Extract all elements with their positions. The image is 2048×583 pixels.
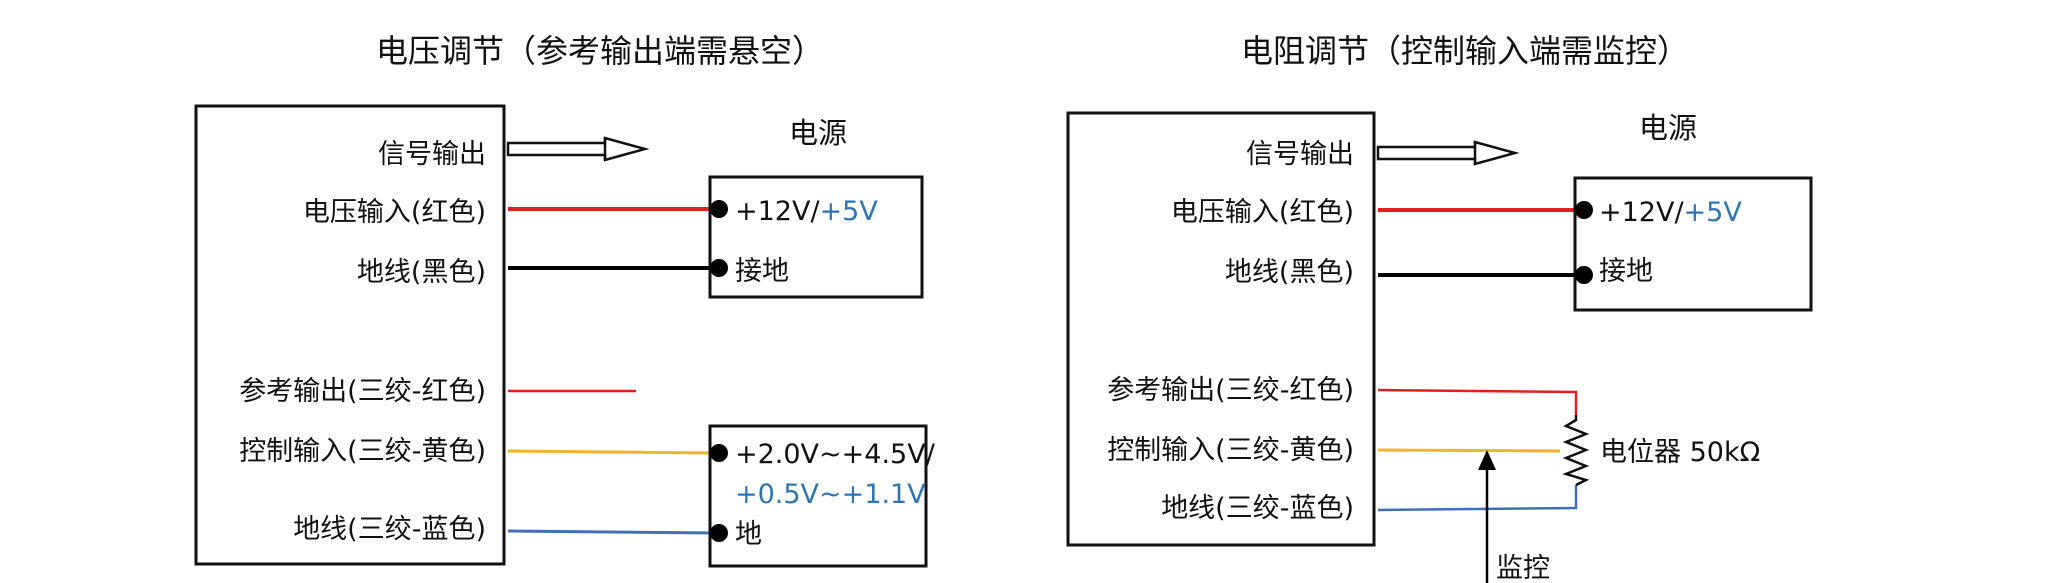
left-control-range-black: +2.0V~+4.5V/ — [735, 439, 936, 470]
right-power-voltage: +12V/+5V — [1599, 197, 1742, 228]
right-label-signal-out: 信号输出 — [1246, 139, 1354, 170]
right-label-ground-twist: 地线(三绞-蓝色) — [1161, 493, 1354, 524]
left-label-ground-twist: 地线(三绞-蓝色) — [293, 514, 486, 545]
right-wire-yellow — [1377, 448, 1561, 453]
right-terminal-ground — [1575, 266, 1593, 284]
right-power-title: 电源 — [1639, 111, 1697, 145]
left-power-box — [708, 175, 924, 299]
left-signal-arrow — [506, 136, 650, 162]
left-label-signal-out: 信号输出 — [378, 139, 486, 170]
left-power-voltage: +12V/+5V — [735, 196, 878, 227]
right-wire-blue — [1377, 485, 1578, 512]
left-control-box — [708, 424, 928, 568]
left-wire-blue — [507, 529, 717, 535]
left-terminal-control — [710, 444, 728, 462]
left-control-range-blue: +0.5V~+1.1V — [735, 479, 926, 510]
right-wire-ref-red — [1377, 388, 1578, 415]
left-label-ctrl-in: 控制输入(三绞-黄色) — [239, 436, 486, 467]
left-control-ground-label: 地 — [735, 519, 762, 550]
left-terminal-power — [710, 200, 728, 218]
left-terminal-control-ground — [710, 524, 728, 542]
right-potentiometer-symbol — [1562, 415, 1590, 487]
right-terminal-power — [1575, 201, 1593, 219]
right-sensor-box — [1066, 111, 1376, 547]
left-power-ground-label: 接地 — [735, 256, 789, 287]
left-power-title: 电源 — [789, 116, 847, 150]
right-monitor-arrow — [1478, 450, 1496, 583]
right-label-ctrl-in: 控制输入(三绞-黄色) — [1107, 435, 1354, 466]
right-title: 电阻调节（控制输入端需监控） — [1241, 32, 1689, 70]
right-label-voltage-in: 电压输入(红色) — [1171, 197, 1354, 228]
left-sensor-box — [194, 104, 506, 566]
left-label-ref-out: 参考输出(三绞-红色) — [239, 376, 486, 407]
left-label-ground: 地线(黑色) — [357, 257, 486, 288]
left-diagram: 电压调节（参考输出端需悬空） 信号输出 电压输入(红色) 地线(黑色) 参考输出… — [194, 32, 936, 568]
right-monitor-label: 监控 — [1496, 553, 1550, 583]
left-wire-yellow — [507, 449, 717, 455]
right-potentiometer-label: 电位器 50kΩ — [1600, 437, 1760, 468]
right-label-ground: 地线(黑色) — [1225, 257, 1354, 288]
left-terminal-ground — [710, 259, 728, 277]
left-label-voltage-in: 电压输入(红色) — [303, 197, 486, 228]
right-power-box — [1573, 176, 1813, 312]
right-diagram: 电阻调节（控制输入端需监控） 信号输出 电压输入(红色) 地线(黑色) 参考输出… — [1066, 32, 1813, 583]
left-title: 电压调节（参考输出端需悬空） — [376, 32, 824, 70]
right-power-ground-label: 接地 — [1599, 256, 1653, 287]
right-signal-arrow — [1376, 140, 1520, 166]
right-label-ref-out: 参考输出(三绞-红色) — [1107, 375, 1354, 406]
